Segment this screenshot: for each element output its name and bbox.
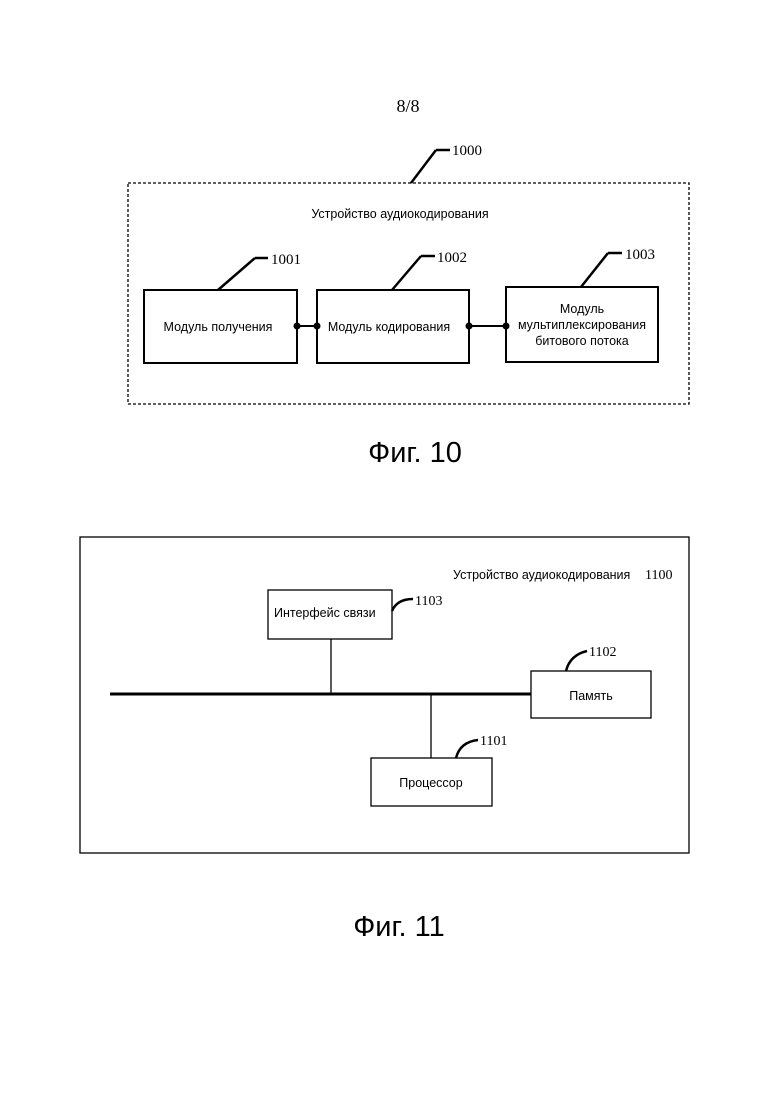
fig10-caption: Фиг. 10: [368, 437, 462, 469]
multiplexing-module-label-line2: мультиплексирования: [518, 318, 646, 332]
fig11-container-ref: 1100: [645, 568, 672, 583]
memory-ref: 1102: [589, 645, 616, 660]
multiplexing-module-ref: 1003: [625, 247, 655, 263]
processor-ref: 1101: [480, 734, 507, 749]
connector-dot: [314, 323, 321, 330]
page-number: 8/8: [396, 96, 419, 116]
memory-block: Память 1102: [531, 645, 651, 718]
comm-interface-label: Интерфейс связи: [274, 606, 376, 620]
processor-leader: [456, 740, 478, 758]
encoding-module-ref: 1002: [437, 250, 467, 266]
obtaining-module-leader: [218, 258, 255, 290]
processor-block: Процессор 1101: [371, 694, 507, 806]
fig10-ref-leader: [411, 150, 436, 183]
encoding-module-leader: [392, 256, 421, 290]
comm-interface-leader: [392, 599, 413, 611]
fig11-container-label: Устройство аудиокодирования: [453, 568, 630, 582]
encoding-module: Модуль кодирования 1002: [317, 250, 469, 363]
connector-dot: [294, 323, 301, 330]
fig10-container-label: Устройство аудиокодирования: [311, 207, 488, 221]
fig11-diagram: Устройство аудиокодирования 1100 Интерфе…: [80, 537, 689, 943]
obtaining-module: Модуль получения 1001: [144, 252, 301, 363]
processor-label: Процессор: [399, 776, 462, 790]
multiplexing-module-label-line3: битового потока: [535, 334, 629, 348]
multiplexing-module: Модуль мультиплексирования битового пото…: [506, 247, 658, 362]
comm-interface-ref: 1103: [415, 594, 442, 609]
comm-interface-block: Интерфейс связи 1103: [268, 590, 442, 694]
fig10-diagram: 1000 Устройство аудиокодирования Модуль …: [128, 143, 689, 469]
connector-dot: [503, 323, 510, 330]
fig11-caption: Фиг. 11: [353, 911, 445, 943]
connector-dot: [466, 323, 473, 330]
fig10-ref-number: 1000: [452, 143, 482, 159]
obtaining-module-ref: 1001: [271, 252, 301, 268]
memory-leader: [566, 651, 587, 671]
encoding-module-label: Модуль кодирования: [328, 320, 450, 334]
memory-label: Память: [569, 689, 613, 703]
obtaining-module-label: Модуль получения: [164, 320, 273, 334]
multiplexing-module-label-line1: Модуль: [560, 302, 604, 316]
multiplexing-module-leader: [581, 253, 608, 287]
